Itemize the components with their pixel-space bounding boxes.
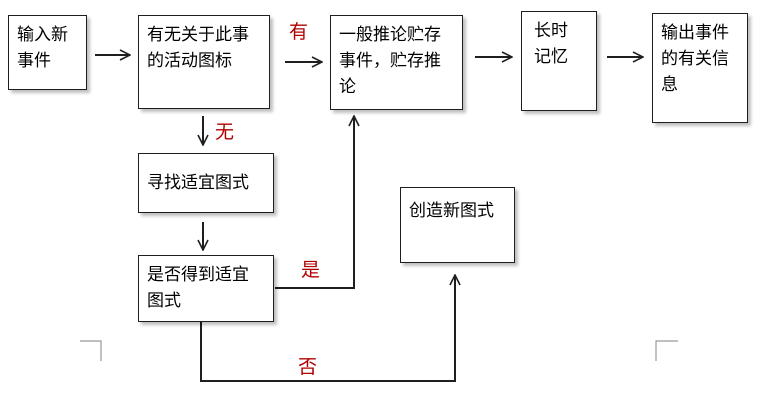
node-create-schema: 创造新图式 — [400, 187, 515, 263]
edge-label-has: 有 — [289, 21, 309, 43]
arrow-yes-to-reasoning — [275, 116, 354, 289]
node-check-active-schema: 有无关于此事的活动图标 — [138, 15, 270, 109]
edge-label-none: 无 — [215, 121, 235, 143]
node-find-schema: 寻找适宜图式 — [138, 153, 274, 213]
node-long-term-memory: 长时记忆 — [521, 11, 597, 111]
node-output-info: 输出事件的有关信息 — [652, 13, 748, 123]
arrow-no-to-create — [200, 275, 455, 382]
edge-label-yes: 是 — [301, 259, 321, 281]
node-reasoning-storage: 一般推论贮存事件，贮存推论 — [330, 15, 463, 110]
edge-label-no: 否 — [298, 356, 318, 378]
node-got-schema: 是否得到适宜图式 — [138, 255, 274, 322]
corner-mark-left — [80, 340, 102, 361]
corner-marks — [80, 340, 678, 361]
node-input-new-event: 输入新事件 — [8, 15, 87, 90]
corner-mark-right — [655, 340, 678, 361]
